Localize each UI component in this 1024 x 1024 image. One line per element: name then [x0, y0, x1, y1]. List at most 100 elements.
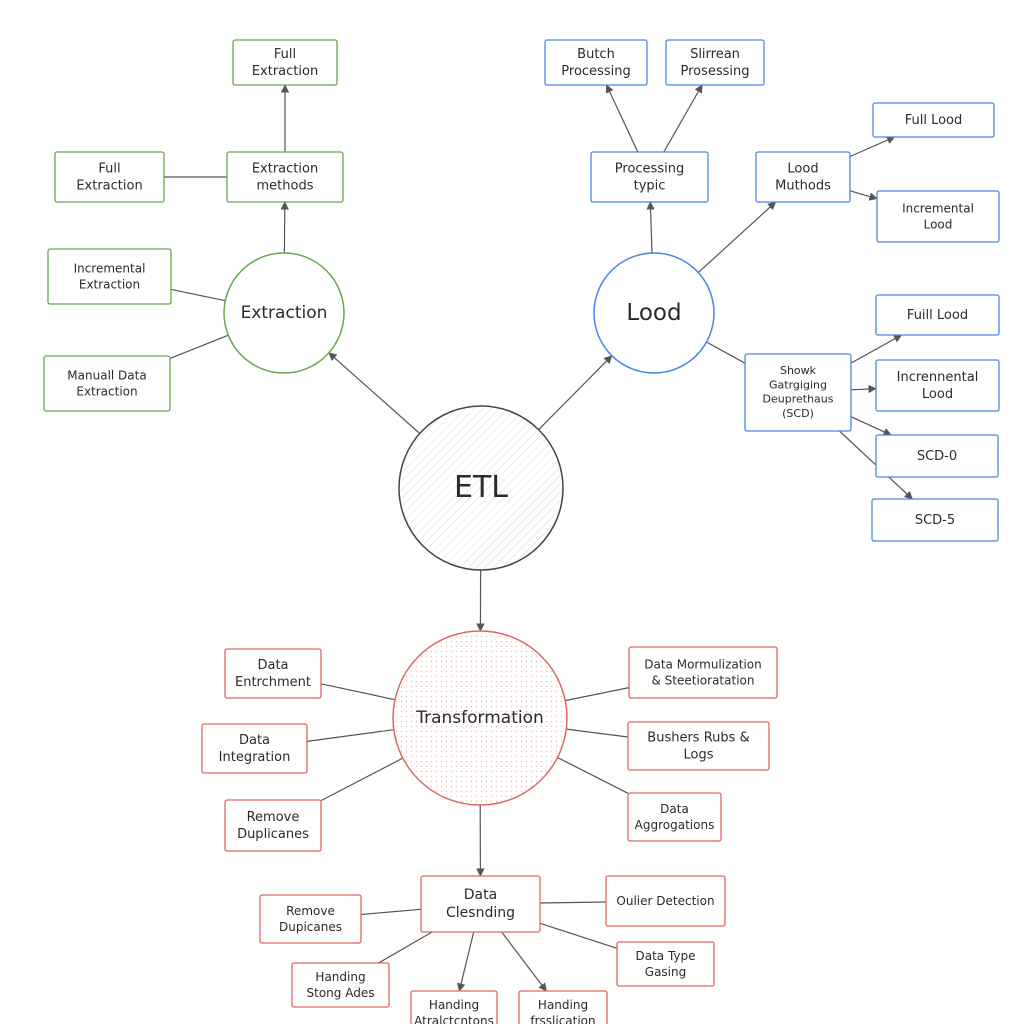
connector-lood-to-procType [646, 201, 655, 254]
connector-trans-to-remDup [320, 757, 404, 802]
connector-procType-to-stream [663, 84, 703, 153]
remove-duplicates-node-shape [224, 799, 322, 852]
outlier-detection-node-label: Oulier Detection [616, 894, 714, 908]
data-normalization-node-shape [628, 646, 778, 699]
scd-node-shape [744, 353, 852, 432]
connector-ext-to-extIncr [170, 288, 226, 302]
full-load-node-label: Full Lood [905, 113, 963, 128]
connector-cleanse-to-clRemDup [360, 908, 422, 916]
data-normalization-node-label: Data Mormulization& Steetioratation [644, 657, 762, 687]
business-rules-node[interactable]: Bushers Rubs &Logs [627, 721, 770, 771]
scd-0-node[interactable]: SCD-0 [875, 434, 999, 478]
data-integration-node-shape [201, 723, 308, 774]
connector-etl-to-ext [328, 352, 421, 434]
connector-trans-to-rules [566, 728, 629, 738]
extraction-node[interactable]: Extraction [223, 252, 345, 374]
outlier-detection-node-shape [605, 875, 726, 927]
cleansing-remove-duplicates-node-shape [259, 894, 362, 944]
connector-lood-to-loodMethods [697, 201, 777, 274]
data-cleansing-node-shape [420, 875, 541, 933]
connector-etl-to-lood [538, 355, 613, 431]
load-methods-node-shape [755, 151, 851, 203]
connector-trans-to-aggr [557, 756, 629, 794]
connector-scd-to-incrLood2 [850, 384, 877, 394]
full-load-node-shape [872, 102, 995, 138]
scd-5-node-label: SCD-5 [915, 513, 955, 528]
scd-5-node[interactable]: SCD-5 [871, 498, 999, 542]
etl-center-node-label: ETL [454, 470, 508, 505]
full-extraction-top-node-shape [232, 39, 338, 86]
handling-strong-node-shape [291, 962, 390, 1008]
data-enrichment-node-shape [224, 648, 322, 699]
extraction-methods-node-shape [226, 151, 344, 203]
full-load-node[interactable]: Full Lood [872, 102, 995, 138]
handling-b-node-shape [518, 990, 608, 1024]
scd-0-node-shape [875, 434, 999, 478]
manual-extraction-node-shape [43, 355, 171, 412]
connector-loodMethods-to-incrLood1 [849, 190, 878, 201]
incremental-load-node-shape [876, 190, 1000, 243]
connector-cleanse-to-outlier [539, 901, 607, 904]
connector-cleanse-to-hStrong [378, 931, 433, 964]
connector-procType-to-batch [605, 84, 639, 153]
transformation-node[interactable]: Transformation [392, 630, 568, 806]
connector-lood-to-scd [706, 341, 746, 364]
outlier-detection-node[interactable]: Oulier Detection [605, 875, 726, 927]
connector-lines [164, 84, 914, 992]
connector-ext-to-extManual [169, 334, 229, 359]
load-node[interactable]: Lood [593, 252, 715, 374]
data-normalization-node[interactable]: Data Mormulization& Steetioratation [628, 646, 778, 699]
transformation-node-texture [394, 632, 566, 804]
connector-loodMethods-to-fullLood1 [849, 136, 896, 158]
handling-a-node-shape [410, 990, 498, 1024]
connector-trans-to-integ [306, 729, 394, 742]
load-node-shape [593, 252, 715, 374]
business-rules-node-shape [627, 721, 770, 771]
incremental-extraction-node-shape [47, 248, 172, 305]
connector-cleanse-to-dtype [539, 922, 618, 949]
processing-type-node-shape [590, 151, 709, 203]
scd-incremental-load-node-shape [875, 359, 1000, 412]
etl-center-node-texture [400, 407, 562, 569]
scd-full-load-node[interactable]: Fuill Lood [875, 294, 1000, 336]
etl-center-node[interactable]: ETL [398, 405, 564, 571]
extraction-node-shape [223, 252, 345, 374]
batch-processing-node-shape [544, 39, 648, 86]
connector-trans-to-enrich [320, 683, 396, 701]
